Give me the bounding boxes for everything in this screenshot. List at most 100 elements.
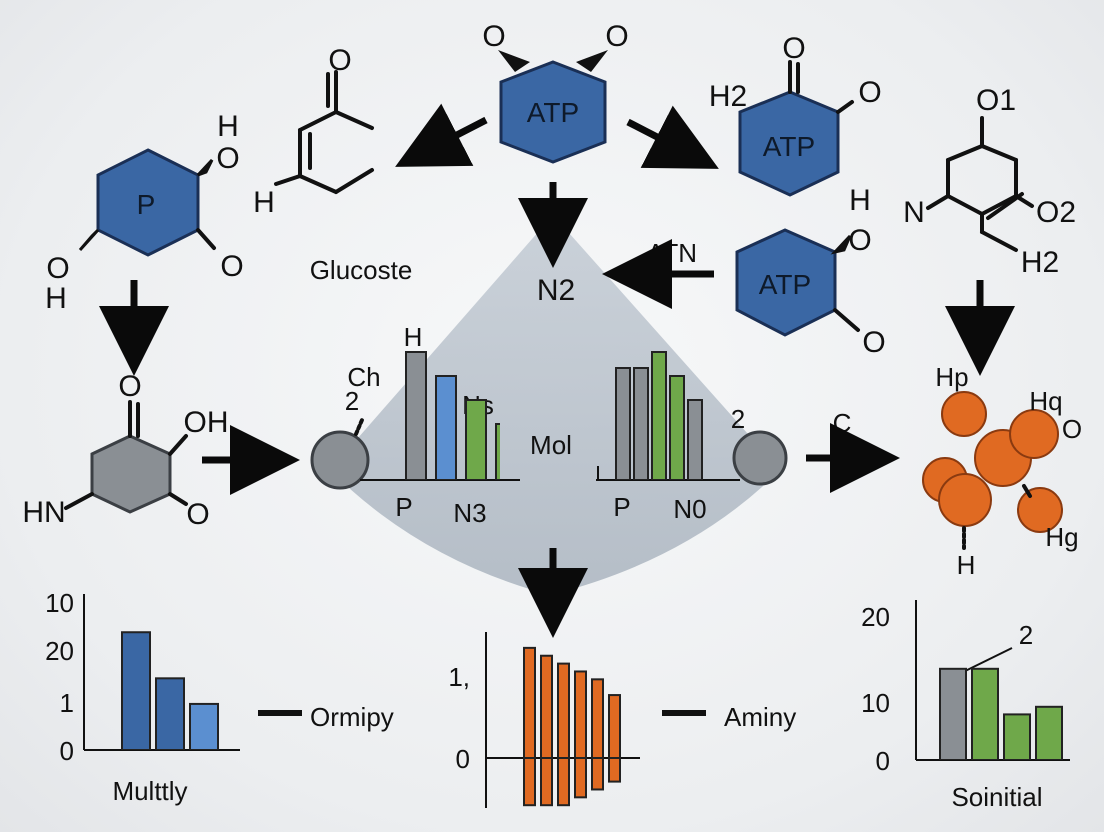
bl-ytick-3: 0	[60, 736, 74, 766]
left-ring-h-top: H	[217, 110, 239, 143]
wedge-bond-icon	[498, 50, 530, 72]
arrow-to-glucose	[395, 103, 488, 167]
chart-bl-bar-2	[189, 702, 219, 750]
bc-legend-label: Aminy	[724, 702, 796, 732]
br-ytick-2: 0	[876, 746, 890, 776]
chart-br-bar-0	[939, 667, 967, 760]
bl-ytick-0: 10	[45, 588, 74, 618]
amide-oxygen-top: O	[118, 370, 141, 403]
center-n0: N0	[673, 494, 706, 524]
cluster-atom	[1009, 409, 1059, 459]
bottom-left-chart: 10 20 1 0 Ormipy Multtly	[45, 588, 394, 806]
atp-top-hexagon	[499, 60, 607, 164]
far-right-n: N	[903, 196, 925, 229]
bl-title: Multtly	[112, 776, 187, 806]
chart-center-left-bar-0	[405, 351, 427, 480]
chart-center-right-bar-3	[669, 375, 685, 480]
left-ring-oh-top: O	[216, 142, 239, 175]
bc-ytick-0: 1,	[448, 662, 470, 692]
center-n3: N3	[453, 498, 486, 528]
atp-top-molecule: ATP O O	[482, 20, 629, 164]
left-phosphate-ring: P H O O H O	[45, 110, 244, 315]
atp-right-mid-h: H	[849, 184, 871, 217]
chart-bl-bar-0	[121, 631, 151, 750]
left-ring-h-left: H	[45, 282, 67, 315]
bc-ytick-1: 0	[456, 744, 470, 774]
amide-hn: HN	[22, 496, 65, 529]
chart-center-left-bar-2	[465, 399, 487, 480]
chart-bl-bar-1	[155, 677, 185, 750]
amide-hexagon	[90, 434, 172, 514]
cluster-hg: Hg	[1045, 522, 1078, 552]
atp-right-top-h2: H2	[709, 80, 747, 113]
center-h-top: H	[404, 322, 423, 352]
chart-br-bar-3	[1035, 705, 1063, 760]
chart-bc-bar-3	[574, 670, 587, 759]
bl-legend-label: Ormipy	[310, 702, 394, 732]
chart-center-right-bar-2	[651, 351, 667, 480]
chart-bc-bar-5	[608, 694, 621, 759]
cluster-atom	[1017, 487, 1063, 533]
left-ring-label: P	[137, 189, 156, 220]
chart-bc-bar-1	[540, 654, 553, 760]
atp-right-top-oxygen: O	[782, 32, 805, 65]
left-ring-o-right: O	[220, 250, 243, 283]
arrow-to-atp-right	[626, 105, 719, 169]
center-n2: N2	[537, 274, 575, 307]
central-fan	[330, 215, 780, 595]
chart-bc-neg-bar-5	[608, 757, 621, 783]
right-node-circle	[732, 430, 788, 486]
far-right-h2: H2	[1021, 246, 1059, 279]
chart-center-left-bar-1	[435, 375, 457, 480]
atn-arrow-label: ATN	[647, 238, 697, 268]
center-two-left: 2	[345, 386, 359, 416]
center-two-right: 2	[731, 404, 745, 434]
cluster-hq: Hq	[1029, 386, 1062, 416]
chart-br-bar-2	[1003, 713, 1031, 760]
chart-bc-neg-bar-2	[557, 757, 570, 807]
cluster-h: H	[957, 550, 976, 580]
chart-center-right-bar-1	[633, 367, 649, 480]
amide-oh: OH	[184, 406, 229, 439]
bl-bars	[121, 631, 219, 750]
chart-center-right-bar-4	[687, 399, 703, 480]
br-annotation: 2	[1019, 620, 1033, 650]
atp-right-mid-oxygen-bottom: O	[862, 326, 885, 359]
left-node-circle	[310, 430, 370, 490]
atp-top-label: ATP	[527, 97, 579, 128]
chart-bc-bar-4	[591, 678, 604, 759]
center-p-right: P	[613, 492, 630, 522]
far-right-ring: O1 N O2 H2	[903, 84, 1076, 279]
center-mol: Mol	[530, 430, 572, 460]
glucose-name: Glucoste	[310, 255, 413, 285]
chart-bc-neg-bar-4	[591, 757, 604, 791]
amide-oxygen-right: O	[186, 498, 209, 531]
br-bars	[939, 667, 1063, 760]
chart-bc-bar-2	[557, 662, 570, 759]
br-ytick-0: 20	[861, 602, 890, 632]
center-p-left: P	[395, 492, 412, 522]
atp-top-oxygen-left: O	[482, 20, 505, 53]
glucose-hydrogen: H	[253, 186, 275, 219]
chart-center-right-bar-0	[615, 367, 631, 480]
cluster-atom	[941, 391, 987, 437]
bc-bars	[523, 646, 621, 807]
atp-right-top-label: ATP	[763, 131, 815, 162]
chart-bc-neg-bar-0	[523, 757, 536, 807]
left-ring-oh-left: O	[46, 252, 69, 285]
amide-molecule: O OH HN O	[22, 370, 228, 531]
arrows	[99, 103, 1015, 638]
atp-right-top-oxygen-right: O	[858, 76, 881, 109]
bl-ytick-1: 20	[45, 636, 74, 666]
far-right-o1: O1	[976, 84, 1016, 117]
chart-bc-bar-0	[523, 646, 536, 759]
center-left-bar-chart	[405, 351, 500, 480]
glucose-oxygen: O	[328, 44, 351, 77]
cluster-o: O	[1062, 414, 1082, 444]
orange-cluster: Hp Hq O Hg H C	[833, 362, 1083, 580]
chart-bc-neg-bar-1	[540, 757, 553, 807]
cluster-c: C	[833, 408, 852, 438]
atp-right-mid-label: ATP	[759, 269, 811, 300]
chart-br-bar-1	[971, 667, 999, 760]
